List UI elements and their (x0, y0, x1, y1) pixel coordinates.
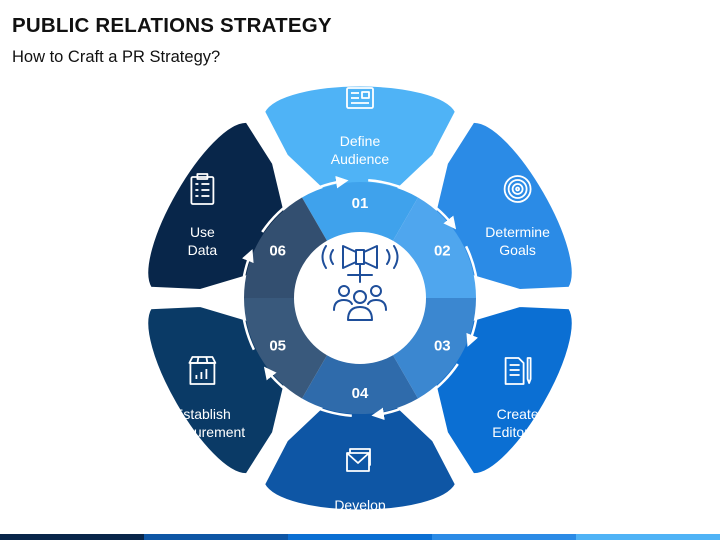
segment-petal (261, 82, 459, 228)
target-icon (503, 175, 532, 203)
segment-label-line2: Distribution (325, 515, 395, 531)
ring-segment-01 (302, 181, 418, 241)
ring-segment-04 (302, 355, 418, 415)
envelope-icon (346, 448, 371, 472)
editorial-icon (504, 357, 532, 385)
clipboard-icon (190, 173, 215, 205)
ring-segment-02 (393, 197, 476, 298)
step-number: 06 (269, 243, 286, 260)
page-subtitle: How to Craft a PR Strategy? (12, 48, 221, 66)
cycle-arrow (464, 245, 480, 347)
segment-label-line1: Define (340, 133, 381, 149)
footer-color-strip (288, 534, 432, 540)
cycle-arrow (371, 363, 459, 421)
segment-label-line1: Use (190, 224, 215, 240)
footer-color-strip (576, 534, 720, 540)
footer-color-strip (0, 534, 144, 540)
segment-label-line2: Editorial (492, 424, 543, 440)
footer-color-bar (0, 534, 720, 540)
footer-color-strip (144, 534, 288, 540)
ring-segment-06 (243, 197, 327, 298)
segment-petal (261, 368, 459, 514)
step-number: 03 (434, 338, 451, 355)
segment-label-line1: Create (497, 406, 539, 422)
segment-label-line2: Audience (331, 151, 390, 167)
segment-label-line2: Goals (499, 242, 536, 258)
megaphone-team-icon (321, 245, 399, 321)
cycle-arrow (261, 175, 349, 233)
step-number: 04 (352, 385, 369, 402)
center-disk (295, 233, 425, 363)
step-number: 02 (434, 243, 451, 260)
cycle-arrow (263, 366, 352, 417)
document-icon (346, 87, 374, 109)
cycle-arrow (240, 249, 256, 351)
store-chart-icon (188, 356, 217, 385)
footer-color-strip (432, 534, 576, 540)
cycle-arrow (368, 179, 457, 230)
step-number: 05 (269, 338, 286, 355)
segment-label-line2: Measurement (160, 424, 246, 440)
segment-label-line1: Establish (174, 406, 231, 422)
ring-segment-03 (393, 298, 476, 399)
segment-label-line2: Data (188, 242, 218, 258)
ring-segment-05 (243, 298, 327, 399)
page-title: PUBLIC RELATIONS STRATEGY (12, 14, 332, 37)
segment-label-line1: Develop (334, 497, 386, 513)
segment-label-line1: Determine (485, 224, 550, 240)
step-number: 01 (352, 195, 369, 212)
